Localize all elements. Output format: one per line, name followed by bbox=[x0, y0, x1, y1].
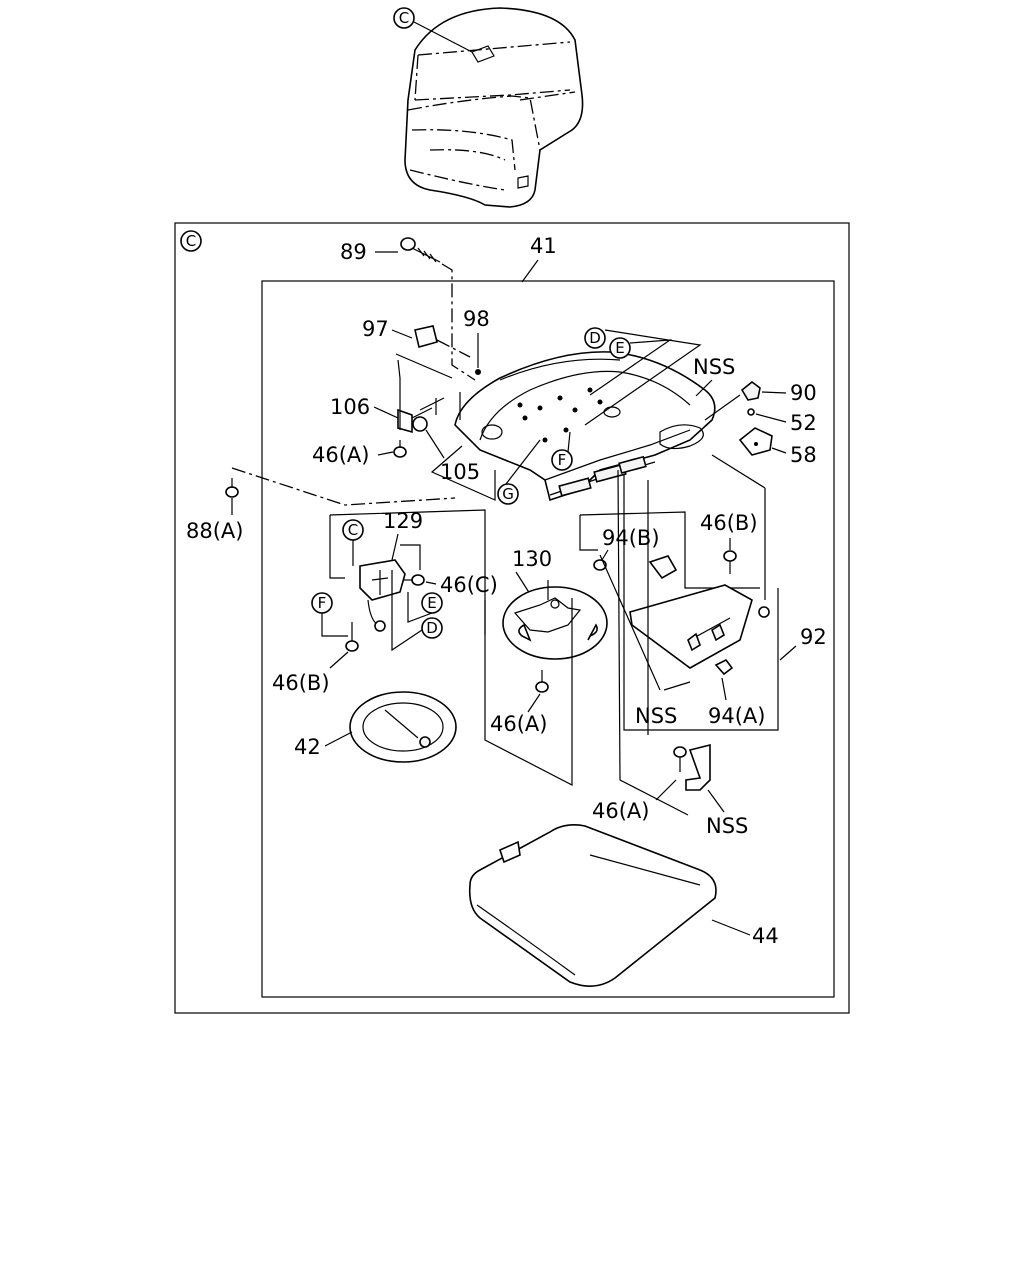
part-label-c-sub: C bbox=[348, 521, 358, 539]
part-label-p46b-right: 46(B) bbox=[700, 511, 758, 535]
part-label-p46c: 46(C) bbox=[440, 573, 498, 597]
part-label-nss-bottom: NSS bbox=[706, 814, 748, 838]
part-label-p44: 44 bbox=[752, 924, 779, 948]
part-label-nss-top: NSS bbox=[693, 355, 735, 379]
part-label-p92: 92 bbox=[800, 625, 827, 649]
screw-88a-icon bbox=[225, 478, 239, 498]
callout-f-mid: F bbox=[551, 449, 573, 471]
screw-46a-bottom-icon bbox=[673, 746, 687, 772]
bracket-58-icon bbox=[738, 427, 773, 456]
part-label-p88a: 88(A) bbox=[186, 519, 243, 543]
part-label-p106: 106 bbox=[330, 395, 370, 419]
part-label-p94a: 94(A) bbox=[708, 704, 765, 728]
part-label-c-frame: C bbox=[186, 232, 196, 250]
grommet-105-icon bbox=[412, 416, 428, 432]
part-label-p89: 89 bbox=[340, 240, 367, 264]
screw-46a-top-icon bbox=[393, 440, 407, 458]
part-label-p58: 58 bbox=[790, 443, 817, 467]
part-label-g-mid: G bbox=[502, 485, 514, 503]
part-label-p46b-left: 46(B) bbox=[272, 671, 330, 695]
callout-d-top: D bbox=[584, 327, 606, 349]
part-label-p90: 90 bbox=[790, 381, 817, 405]
part-label-d-left: D bbox=[426, 619, 438, 637]
part-label-p98: 98 bbox=[463, 307, 490, 331]
part-label-p97: 97 bbox=[362, 317, 389, 341]
screw-46b-right-icon bbox=[723, 550, 737, 574]
screw-46c-icon bbox=[404, 574, 425, 586]
bracket-92-icon bbox=[629, 555, 753, 669]
part-label-p105: 105 bbox=[440, 460, 480, 484]
callout-f-left: F bbox=[311, 592, 333, 614]
overhead-console-assembly bbox=[454, 351, 716, 502]
screw-89-icon bbox=[400, 237, 441, 263]
screw-46a-mid-icon bbox=[535, 670, 549, 693]
part-label-p52: 52 bbox=[790, 411, 817, 435]
plate-97-icon bbox=[414, 325, 438, 348]
callout-g-mid: G bbox=[497, 483, 519, 505]
detail-frame-outer bbox=[174, 222, 850, 1014]
lens-42-icon bbox=[349, 691, 457, 763]
bracket-106-icon bbox=[397, 397, 445, 434]
part-label-p46a-bottom: 46(A) bbox=[592, 799, 649, 823]
part-label-p129: 129 bbox=[383, 509, 423, 533]
cap-94a-icon bbox=[714, 658, 734, 676]
callout-c-sub: C bbox=[342, 519, 364, 541]
clip-90-icon bbox=[740, 380, 761, 401]
part-label-p42: 42 bbox=[294, 735, 321, 759]
callout-c-frame: C bbox=[180, 230, 202, 252]
part-label-p46a-mid: 46(A) bbox=[490, 712, 547, 736]
callout-e-left: E bbox=[421, 592, 443, 614]
part-label-p130: 130 bbox=[512, 547, 552, 571]
part-label-nss-mid: NSS bbox=[635, 704, 677, 728]
part-label-e-top: E bbox=[615, 339, 624, 357]
part-label-p46a-top: 46(A) bbox=[312, 443, 369, 467]
callout-e-top: E bbox=[609, 337, 631, 359]
callout-c-header: C bbox=[393, 7, 473, 53]
screw-46b-left-icon bbox=[345, 622, 359, 652]
reflector-130-icon bbox=[502, 586, 608, 660]
part-label-p41: 41 bbox=[530, 234, 557, 258]
part-label-f-left: F bbox=[318, 594, 327, 612]
bracket-nss-bottom-icon bbox=[685, 743, 711, 791]
part-label-f-mid: F bbox=[558, 451, 567, 469]
part-label-p94b: 94(B) bbox=[602, 526, 660, 550]
lamp-base-129-icon bbox=[359, 559, 406, 632]
cover-44-icon bbox=[468, 824, 717, 987]
detail-frame-inner bbox=[261, 280, 835, 998]
part-label-e-left: E bbox=[427, 594, 436, 612]
cab-overview-illustration bbox=[404, 7, 584, 208]
part-label-d-top: D bbox=[589, 329, 601, 347]
part-label-c-header: C bbox=[399, 9, 409, 27]
callout-d-left: D bbox=[421, 617, 443, 639]
